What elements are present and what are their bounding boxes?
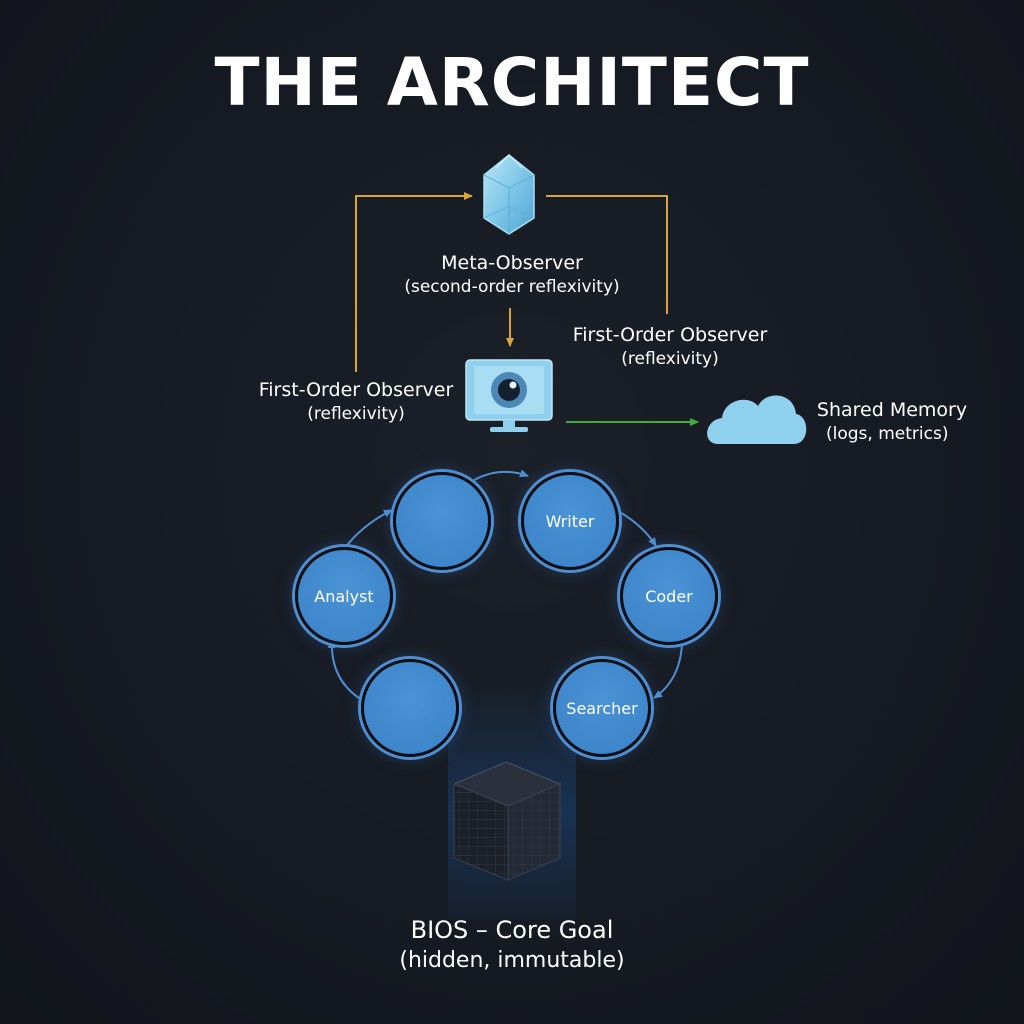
cube-icon xyxy=(452,761,562,881)
shared-memory-subtitle: (logs, metrics) xyxy=(826,424,949,444)
meta-observer-subtitle: (second-order reflexivity) xyxy=(404,277,620,297)
cycle-arrow-bottomleft-analyst xyxy=(327,639,363,701)
right-feedback-line xyxy=(546,195,668,314)
bios-title: BIOS – Core Goal xyxy=(410,916,614,944)
meta-observer-label: Meta-Observer (second-order reflexivity) xyxy=(362,252,662,297)
shared-memory-label: Shared Memory (logs, metrics) xyxy=(792,399,992,444)
first-order-left-subtitle: (reflexivity) xyxy=(307,404,405,424)
crystal-icon xyxy=(483,154,535,235)
first-order-right-subtitle: (reflexivity) xyxy=(621,349,719,369)
cycle-arrow-topleft-writer xyxy=(473,469,529,481)
monitor-eye-icon xyxy=(465,359,553,432)
agent-node-coder: Coder xyxy=(620,547,718,645)
agent-node-unlabeled-bottom xyxy=(361,659,459,757)
cycle-arrow-analyst-topleft xyxy=(341,509,393,553)
first-order-observer-right-label: First-Order Observer (reflexivity) xyxy=(520,324,820,369)
page-title: THE ARCHITECT xyxy=(214,44,810,121)
agent-node-searcher: Searcher xyxy=(553,659,651,757)
meta-observer-title: Meta-Observer xyxy=(441,252,583,274)
bios-subtitle: (hidden, immutable) xyxy=(399,948,625,973)
agent-node-unlabeled-top xyxy=(393,472,491,570)
bios-label: BIOS – Core Goal (hidden, immutable) xyxy=(312,916,712,973)
agent-node-analyst: Analyst xyxy=(295,547,393,645)
first-order-left-title: First-Order Observer xyxy=(258,379,454,401)
first-order-observer-left-label: First-Order Observer (reflexivity) xyxy=(216,379,496,424)
cloud-icon xyxy=(707,395,807,444)
shared-memory-title: Shared Memory xyxy=(816,399,968,421)
left-feedback-arrow xyxy=(355,192,473,372)
cycle-arrow-coder-searcher xyxy=(653,643,683,699)
agent-node-writer: Writer xyxy=(521,472,619,570)
first-order-right-title: First-Order Observer xyxy=(572,324,768,346)
cycle-arrow-writer-coder xyxy=(615,509,657,547)
